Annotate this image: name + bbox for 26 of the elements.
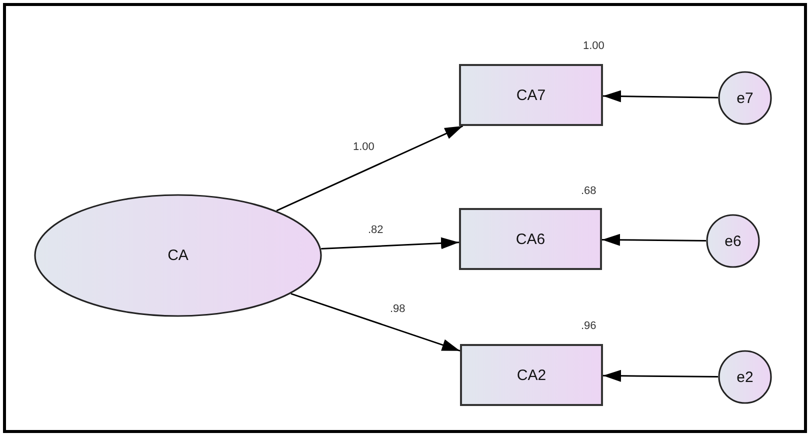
- error-term-circle: [718, 71, 772, 125]
- variable-name: e7: [736, 90, 754, 106]
- variable-name: CA2: [516, 366, 546, 384]
- error-term-circle: [718, 350, 772, 404]
- r-squared-label: 1.00: [582, 40, 606, 52]
- r-squared-label: .96: [580, 320, 598, 332]
- path-coefficient-label: .98: [389, 303, 406, 315]
- arrow: [602, 234, 706, 246]
- variable-name: e2: [736, 368, 754, 386]
- path-coefficient-label: .82: [367, 224, 384, 236]
- arrow: [321, 237, 460, 250]
- arrow: [603, 370, 718, 382]
- variable-name: CA: [168, 247, 188, 264]
- path-coefficient-label: 1.00: [352, 141, 376, 153]
- r-squared-label: .68: [580, 185, 598, 197]
- variable-name: CA7: [516, 86, 546, 104]
- variable-name: CA6: [516, 230, 546, 248]
- error-term-circle: [706, 214, 760, 268]
- observed-variable-box: [459, 208, 602, 270]
- observed-variable-box: [459, 64, 603, 126]
- arrow: [290, 292, 460, 352]
- observed-variable-box: [460, 344, 603, 406]
- arrow: [602, 90, 718, 102]
- variable-name: e6: [724, 232, 742, 250]
- arrow: [276, 125, 464, 212]
- latent-variable-ellipse: [34, 194, 322, 317]
